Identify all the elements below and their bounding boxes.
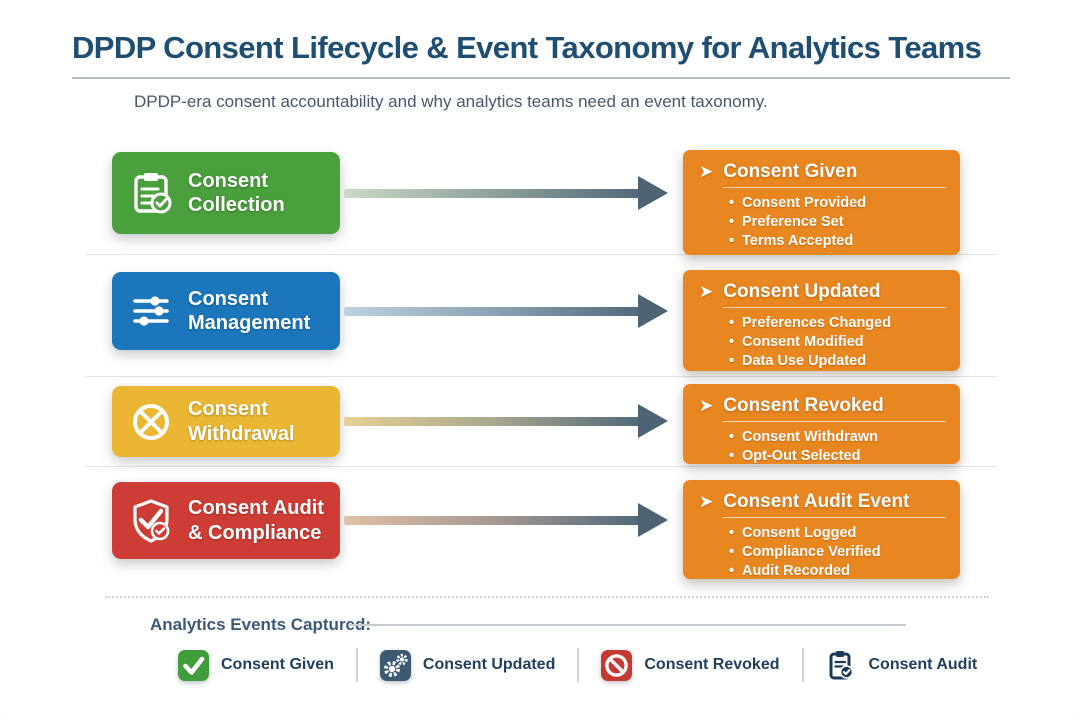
shield-check-icon xyxy=(128,498,174,544)
chevron-right-icon: ➤ xyxy=(699,492,714,511)
legend-label: Consent Audit xyxy=(868,656,978,673)
legend-separator xyxy=(577,648,580,682)
stage-box-consent-management: Consent Management xyxy=(112,272,340,350)
stage-box-consent-withdrawal: Consent Withdrawal xyxy=(112,386,340,457)
page-title: DPDP Consent Lifecycle & Event Taxonomy … xyxy=(72,30,982,65)
arrow-head-icon xyxy=(638,176,668,210)
stage-label: Consent Withdrawal xyxy=(188,398,295,445)
page-subtitle: DPDP-era consent accountability and why … xyxy=(134,92,768,111)
legend-item-consent-given: Consent Given xyxy=(178,649,334,681)
event-box-consent-given: ➤ Consent Given Consent Provided Prefere… xyxy=(683,150,960,255)
flow-arrow xyxy=(344,293,668,329)
arrow-head-icon xyxy=(638,503,668,537)
event-title: Consent Audit Event xyxy=(723,491,910,512)
event-bullet: Audit Recorded xyxy=(729,562,946,581)
legend-separator xyxy=(355,648,358,682)
legend-label: Consent Revoked xyxy=(644,656,780,673)
legend-label: Consent Given xyxy=(221,656,334,673)
clipboard-check-icon xyxy=(128,170,174,216)
circle-x-icon xyxy=(128,399,174,445)
sliders-icon xyxy=(128,288,174,334)
legend-title: Analytics Events Captured: xyxy=(150,615,372,634)
gears-icon xyxy=(379,649,411,681)
chevron-right-icon: ➤ xyxy=(699,162,714,181)
flow-arrow xyxy=(344,175,668,211)
chevron-right-icon: ➤ xyxy=(699,396,714,415)
event-bullet: Preferences Changed xyxy=(729,314,946,333)
arrow-head-icon xyxy=(638,404,668,438)
event-title: Consent Revoked xyxy=(723,395,884,416)
footer-divider xyxy=(105,596,989,598)
stage-label: Consent Collection xyxy=(188,169,285,216)
event-bullet: Data Use Updated xyxy=(729,352,946,371)
event-bullet: Consent Provided xyxy=(729,194,946,213)
legend-label: Consent Updated xyxy=(422,656,556,673)
event-bullet-list: Consent Logged Compliance Verified Audit… xyxy=(729,524,946,582)
event-box-consent-updated: ➤ Consent Updated Preferences Changed Co… xyxy=(683,270,960,372)
event-bullet: Opt-Out Selected xyxy=(729,447,946,466)
legend-item-consent-audit: Consent Audit xyxy=(826,650,978,681)
event-box-consent-revoked: ➤ Consent Revoked Consent Withdrawn Opt-… xyxy=(683,384,960,466)
flow-arrow xyxy=(344,502,668,538)
event-title: Consent Given xyxy=(723,161,858,182)
event-box-consent-audit-event: ➤ Consent Audit Event Consent Logged Com… xyxy=(683,480,960,582)
stage-label: Consent Audit & Compliance xyxy=(188,497,324,544)
event-bullet-list: Preferences Changed Consent Modified Dat… xyxy=(729,314,946,372)
legend: Consent Given Consent Updated xyxy=(178,648,977,682)
legend-item-consent-revoked: Consent Revoked xyxy=(601,649,780,681)
row-divider xyxy=(85,254,997,255)
event-bullet: Preference Set xyxy=(729,213,946,232)
prohibition-icon xyxy=(601,649,633,681)
flow-arrow xyxy=(344,403,668,439)
event-bullet: Consent Logged xyxy=(729,524,946,543)
title-divider xyxy=(72,77,1010,79)
event-bullet-list: Consent Withdrawn Opt-Out Selected xyxy=(729,428,946,466)
event-bullet: Consent Modified xyxy=(729,333,946,352)
row-divider xyxy=(85,466,997,467)
event-title: Consent Updated xyxy=(723,281,881,302)
stage-label: Consent Management xyxy=(188,287,311,334)
legend-title-rule xyxy=(348,624,906,626)
chevron-right-icon: ➤ xyxy=(699,282,714,301)
row-divider xyxy=(85,376,997,377)
stage-box-consent-collection: Consent Collection xyxy=(112,152,340,234)
legend-item-consent-updated: Consent Updated xyxy=(379,649,556,681)
check-icon xyxy=(178,649,209,681)
arrow-head-icon xyxy=(638,294,668,328)
event-bullet: Consent Withdrawn xyxy=(729,428,946,447)
stage-box-consent-audit-compliance: Consent Audit & Compliance xyxy=(112,482,340,559)
event-bullet-list: Consent Provided Preference Set Terms Ac… xyxy=(729,194,946,252)
legend-separator xyxy=(801,648,804,682)
clipboard-check-icon xyxy=(826,650,857,681)
event-bullet: Compliance Verified xyxy=(729,543,946,562)
event-bullet: Terms Accepted xyxy=(729,232,946,251)
